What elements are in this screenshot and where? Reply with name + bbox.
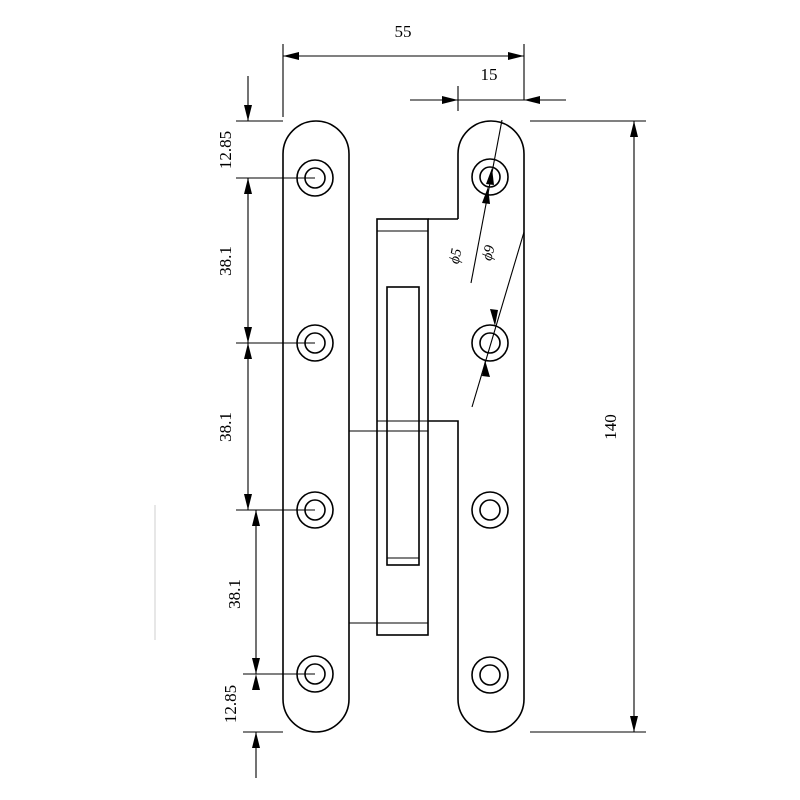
knuckle [349, 218, 429, 636]
arrowhead [490, 309, 498, 326]
hole-outer [471, 656, 509, 694]
dim-height: 140 [530, 120, 646, 733]
hole-inner [479, 332, 501, 354]
left-holes [296, 159, 334, 693]
dim-label-55: 55 [395, 22, 412, 41]
dim-label-edge-bottom: 12.85 [221, 685, 240, 723]
left-leaf-outline [282, 120, 350, 733]
arrowhead [252, 510, 260, 526]
dim-overall-width: 55 [282, 22, 525, 117]
arrowhead [252, 732, 260, 748]
dim-label-pitch-2: 38.1 [216, 412, 235, 442]
hole-outer-dia-label: ϕ9 [480, 243, 499, 262]
arrowhead [244, 105, 252, 121]
dim-left-chain: 12.85 38.1 38.1 38.1 12.85 [216, 76, 315, 778]
dim-label-15: 15 [481, 65, 498, 84]
right-holes [471, 158, 509, 694]
dim-hole-diameters: ϕ5 ϕ9 [447, 119, 525, 408]
dim-label-edge-top: 12.85 [216, 131, 235, 169]
arrowhead [482, 187, 490, 204]
arrowhead [482, 360, 490, 377]
dim-label-pitch-1: 38.1 [216, 246, 235, 276]
right-leaf-outline [428, 120, 525, 733]
hole-inner [479, 166, 501, 188]
pin-slot [386, 286, 420, 566]
arrowhead [442, 96, 458, 104]
knuckle-body [376, 218, 429, 636]
hole-inner [479, 664, 501, 686]
arrowhead [244, 343, 252, 359]
hole-outer [471, 158, 509, 196]
arrowhead [252, 658, 260, 674]
arrowhead [283, 52, 299, 60]
arrowhead [524, 96, 540, 104]
arrowhead [630, 121, 638, 137]
arrowhead [244, 494, 252, 510]
left-leaf [282, 120, 350, 733]
dim-knuckle-width: 15 [410, 65, 566, 111]
arrowhead [630, 716, 638, 732]
right-leaf [428, 120, 525, 733]
hole-inner [479, 499, 501, 521]
dim-label-pitch-3: 38.1 [225, 579, 244, 609]
dim-label-140: 140 [601, 414, 620, 440]
hole-outer [471, 324, 509, 362]
arrowhead [486, 168, 494, 185]
hole-inner-dia-label: ϕ5 [447, 247, 466, 266]
arrowhead [508, 52, 524, 60]
arrowhead [252, 674, 260, 690]
leader-line [471, 231, 525, 408]
hole-outer [471, 491, 509, 529]
arrowhead [244, 327, 252, 343]
